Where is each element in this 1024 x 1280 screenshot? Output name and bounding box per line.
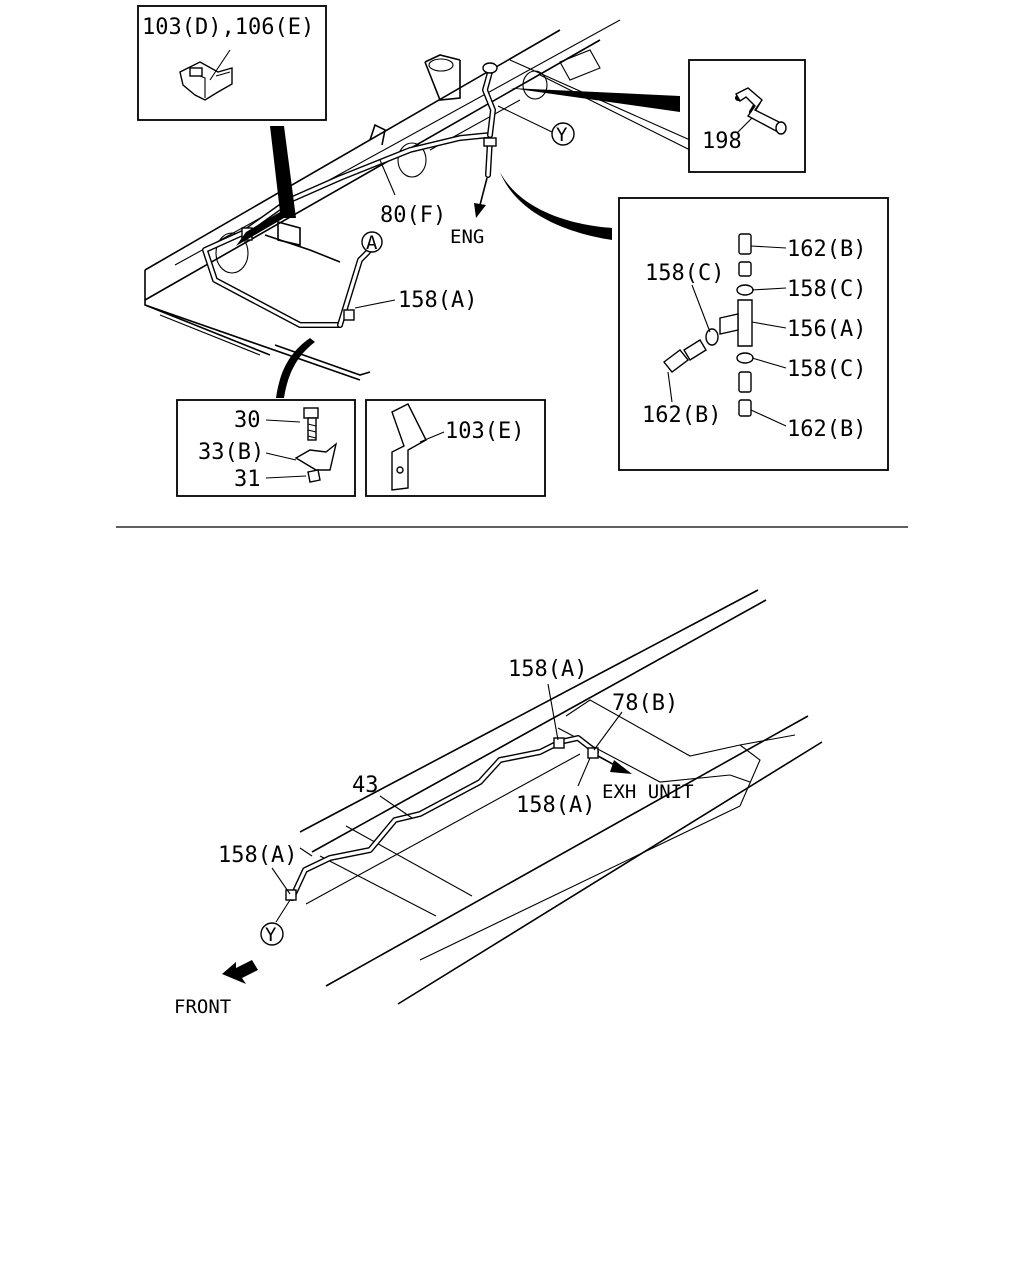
inset-fastener: 30 33(B) 31: [176, 399, 356, 497]
bracket-103e-label: 103(E): [445, 419, 524, 444]
callout-arrow-clip: [236, 126, 296, 246]
joint-hose-bottom-label: 162(B): [787, 417, 866, 442]
clip-middle-label: 158(A): [516, 793, 595, 818]
marker-y-top: Y: [497, 105, 575, 146]
joint-clip-left-label: 158(C): [645, 261, 724, 286]
front-arrow: [222, 960, 258, 984]
inset-clip-title: 103(D),106(E): [142, 15, 314, 40]
joint-clip-bottom-label: 158(C): [787, 357, 866, 382]
pipe-43: [285, 735, 599, 901]
callout-arrow-fastener: [276, 338, 315, 398]
joint-clip-top-label: 158(C): [787, 277, 866, 302]
marker-y-bottom-label: Y: [265, 924, 277, 946]
bolt-30-label: 30: [234, 408, 261, 433]
marker-y-bottom: [260, 922, 284, 946]
joint-hose-top-label: 162(B): [787, 237, 866, 262]
clamp-33b-label: 33(B): [198, 440, 264, 465]
bottom-view: EXH UNIT 158(A) 78(B) 158(A) 43 158(A) Y…: [174, 589, 823, 1018]
inset-hose-198: 198: [688, 59, 806, 173]
front-label: FRONT: [174, 996, 231, 1018]
top-view: ENG Y A 80(F) 158(A) 103(D),106(E): [137, 5, 889, 497]
exh-unit-label: EXH UNIT: [602, 781, 694, 803]
hose-78b-label: 78(B): [612, 691, 678, 716]
engine-label: ENG: [450, 226, 484, 248]
inset-bracket: 103(E): [365, 399, 546, 497]
engine-arrow: ENG: [450, 177, 488, 248]
joint-tee-label: 156(A): [787, 317, 866, 342]
joint-hose-left-label: 162(B): [642, 403, 721, 428]
pipe-80f: [202, 62, 498, 328]
clip-front-label: 158(A): [218, 843, 297, 868]
callout-arrow-joint: [500, 172, 612, 240]
marker-y-top-label: Y: [556, 124, 568, 146]
clip-158a-label: 158(A): [398, 288, 477, 313]
hose-198-label: 198: [702, 129, 742, 154]
inset-clip: 103(D),106(E): [137, 5, 327, 121]
pipe-80f-label: 80(F): [380, 203, 446, 228]
marker-a-label: A: [366, 232, 378, 254]
bottom-frame: [299, 589, 823, 1005]
callout-arrow-198: [510, 88, 680, 112]
clip-upper-label: 158(A): [508, 657, 587, 682]
exh-arrow-head: [610, 760, 632, 774]
nut-31-label: 31: [234, 467, 261, 492]
marker-a: A: [361, 231, 383, 254]
inset-joint: 162(B) 158(C) 158(C) 156(A) 158(C) 162(B…: [618, 197, 889, 471]
pipe-43-label: 43: [352, 773, 379, 798]
